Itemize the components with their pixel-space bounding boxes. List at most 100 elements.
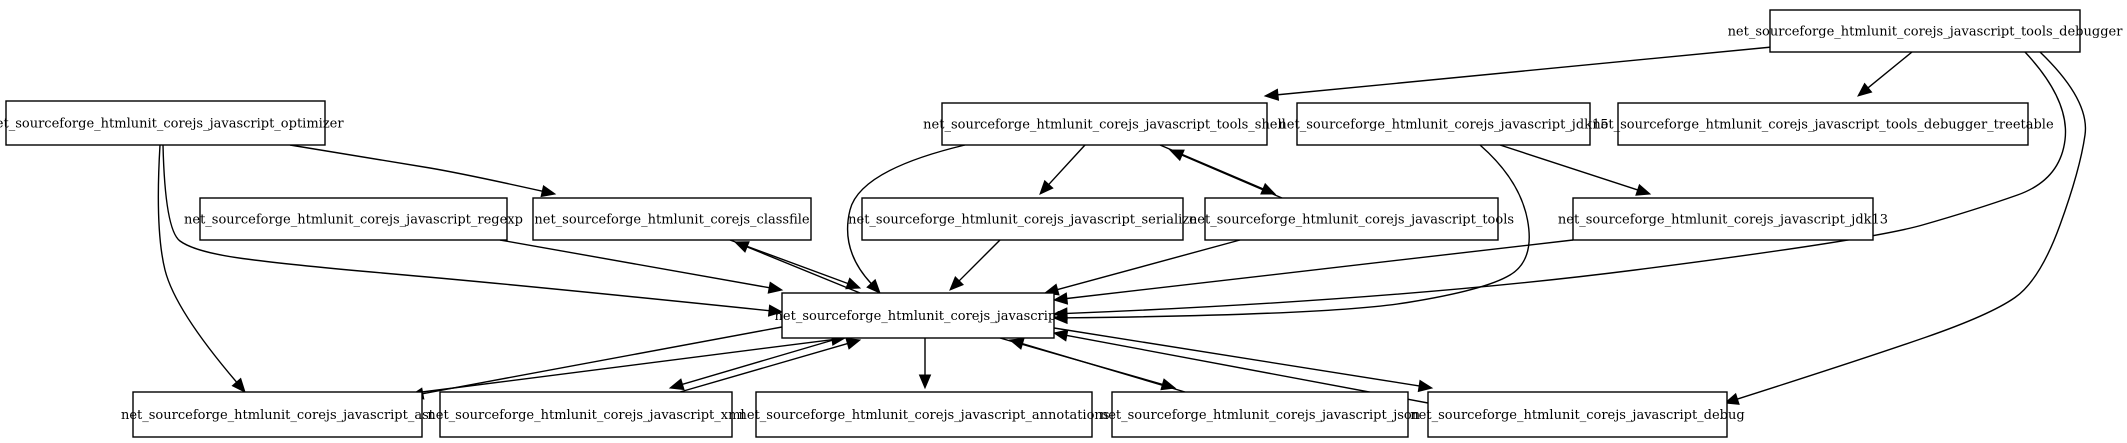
edge-optimizer-to-classfile	[289, 144, 557, 198]
edge-line	[499, 239, 770, 289]
edge-regexp-to-javascript	[499, 239, 784, 294]
arrowhead-icon	[668, 378, 685, 391]
node-box	[5, 100, 326, 146]
arrowhead-icon	[845, 337, 862, 350]
node-box	[1296, 102, 1591, 146]
node-label: net_sourceforge_htmlunit_corejs_javascri…	[1728, 25, 2124, 40]
arrowhead-icon	[1723, 392, 1740, 405]
edge-line	[746, 246, 861, 294]
node-debug[interactable]: net_sourceforge_htmlunit_corejs_javascri…	[1410, 391, 1745, 438]
arrowhead-icon	[1417, 379, 1434, 393]
edge-javascript-to-annotations	[918, 338, 932, 390]
edge-line	[958, 239, 1001, 282]
edge-line	[729, 239, 849, 285]
arrowhead-icon	[918, 374, 932, 390]
arrowhead-icon	[1052, 311, 1068, 325]
edge-javascript-to-ast	[408, 326, 783, 400]
edge-line	[1066, 239, 1574, 300]
node-xml[interactable]: net_sourceforge_htmlunit_corejs_javascri…	[427, 391, 745, 438]
arrowhead-icon	[231, 377, 246, 393]
arrowhead-icon	[1160, 378, 1177, 391]
node-regexp[interactable]: net_sourceforge_htmlunit_corejs_javascri…	[184, 197, 523, 241]
edge-jdk13-to-javascript	[1052, 239, 1574, 305]
node-label: net_sourceforge_htmlunit_corejs_javascri…	[184, 213, 523, 228]
node-json[interactable]: net_sourceforge_htmlunit_corejs_javascri…	[1100, 391, 1421, 438]
node-label: net_sourceforge_htmlunit_corejs_javascri…	[121, 408, 435, 423]
arrowhead-icon	[845, 277, 862, 290]
edge-serialize-to-javascript	[949, 239, 1001, 291]
edge-optimizer-to-javascript	[162, 144, 784, 317]
node-classfile[interactable]: net_sourceforge_htmlunit_corejs_classfil…	[532, 197, 812, 241]
node-label: net_sourceforge_htmlunit_corejs_javascri…	[1189, 213, 1514, 228]
edge-line	[846, 144, 966, 284]
edge-shell-to-javascript	[846, 144, 966, 294]
edge-tools-to-javascript	[1043, 239, 1241, 296]
node-debugger[interactable]: net_sourceforge_htmlunit_corejs_javascri…	[1728, 9, 2124, 53]
arrowhead-icon	[1260, 182, 1277, 195]
node-box	[1427, 391, 1728, 438]
nodes-layer: net_sourceforge_htmlunit_corejs_javascri…	[0, 9, 2124, 438]
node-optimizer[interactable]: net_sourceforge_htmlunit_corejs_javascri…	[0, 100, 344, 146]
node-label: net_sourceforge_htmlunit_corejs_javascri…	[1410, 408, 1744, 423]
node-box	[755, 391, 1093, 438]
node-ast[interactable]: net_sourceforge_htmlunit_corejs_javascri…	[121, 391, 435, 438]
node-jdk13[interactable]: net_sourceforge_htmlunit_corejs_javascri…	[1558, 197, 1888, 241]
edge-line	[1053, 327, 1420, 387]
node-label: net_sourceforge_htmlunit_corejs_javascri…	[848, 213, 1197, 228]
node-label: net_sourceforge_htmlunit_corejs_javascri…	[1278, 118, 1608, 133]
edge-line	[1181, 154, 1283, 199]
node-treetable[interactable]: net_sourceforge_htmlunit_corejs_javascri…	[1592, 102, 2054, 146]
edge-line	[162, 144, 770, 312]
edge-line	[421, 338, 833, 393]
edge-line	[1022, 343, 1186, 393]
edges-layer	[157, 46, 2087, 405]
edge-debugger-to-shell	[1263, 46, 1773, 101]
edge-tools-to-shell	[1168, 149, 1283, 199]
node-jdk15[interactable]: net_sourceforge_htmlunit_corejs_javascri…	[1278, 102, 1609, 146]
edge-line	[289, 144, 543, 192]
edge-line	[1277, 46, 1773, 96]
arrowhead-icon	[866, 278, 881, 294]
node-box	[532, 197, 812, 241]
arrowhead-icon	[767, 281, 784, 294]
edge-line	[1057, 239, 1241, 291]
node-box	[861, 197, 1184, 241]
node-label: net_sourceforge_htmlunit_corejs_javascri…	[1558, 213, 1888, 228]
edge-line	[1048, 144, 1086, 185]
arrowhead-icon	[1857, 82, 1873, 97]
node-label: net_sourceforge_htmlunit_corejs_javascri…	[739, 408, 1110, 423]
edge-javascript-to-debug	[1053, 327, 1434, 393]
arrowhead-icon	[1008, 337, 1025, 350]
node-tools[interactable]: net_sourceforge_htmlunit_corejs_javascri…	[1189, 197, 1514, 241]
edge-shell-to-serialize	[1039, 144, 1086, 195]
arrowhead-icon	[949, 276, 964, 291]
node-javascript[interactable]: net_sourceforge_htmlunit_corejs_javascri…	[775, 292, 1063, 339]
edge-jdk15-to-javascript	[1052, 144, 1530, 325]
node-box	[941, 102, 1268, 146]
node-shell[interactable]: net_sourceforge_htmlunit_corejs_javascri…	[923, 102, 1286, 146]
node-box	[1572, 197, 1874, 241]
arrowhead-icon	[1635, 183, 1652, 196]
edge-line	[1066, 51, 2067, 315]
node-box	[1204, 197, 1499, 241]
node-label: net_sourceforge_htmlunit_corejs_javascri…	[923, 118, 1286, 133]
edge-line	[682, 337, 841, 386]
node-label: net_sourceforge_htmlunit_corejs_classfil…	[534, 213, 810, 228]
edge-jdk15-to-jdk13	[1499, 144, 1652, 196]
node-label: net_sourceforge_htmlunit_corejs_javascri…	[1100, 408, 1421, 423]
node-serialize[interactable]: net_sourceforge_htmlunit_corejs_javascri…	[848, 197, 1197, 241]
edge-line	[157, 144, 238, 383]
arrowhead-icon	[1039, 179, 1054, 195]
edge-debugger-to-debug	[1723, 51, 2087, 405]
arrowhead-icon	[540, 184, 557, 198]
node-box	[781, 292, 1055, 339]
node-annotations[interactable]: net_sourceforge_htmlunit_corejs_javascri…	[739, 391, 1110, 438]
edge-line	[1737, 51, 2087, 400]
node-box	[132, 391, 423, 438]
node-label: net_sourceforge_htmlunit_corejs_javascri…	[427, 408, 744, 423]
edge-line	[1066, 144, 1530, 319]
edge-xml-to-javascript	[679, 337, 862, 393]
node-box	[1617, 102, 2029, 146]
edge-line	[1867, 51, 1913, 89]
